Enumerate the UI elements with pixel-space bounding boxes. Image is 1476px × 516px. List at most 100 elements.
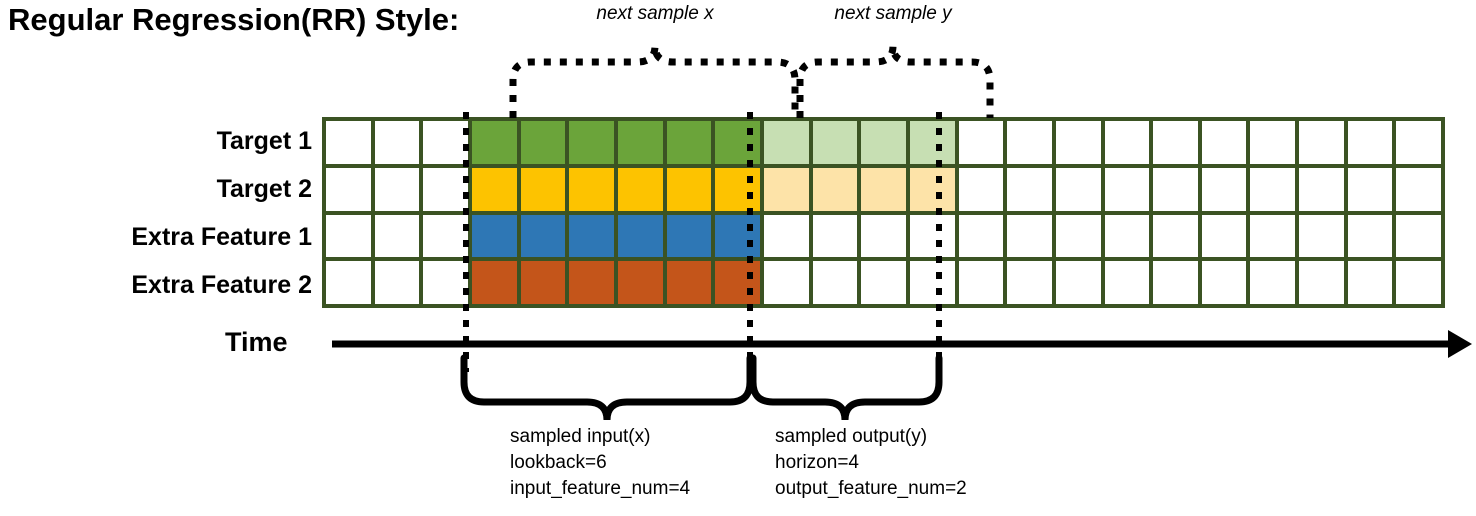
caption-sampled-input: sampled input(x) lookback=6 input_featur…	[510, 424, 690, 502]
grid-cell	[1055, 261, 1101, 304]
grid-cell	[812, 214, 858, 258]
caption-line: sampled input(x)	[510, 426, 651, 447]
grid-cell	[471, 214, 517, 258]
grid-cell	[958, 214, 1004, 258]
grid-cell	[1347, 214, 1393, 258]
grid-cell	[763, 167, 809, 211]
grid-cell	[909, 121, 955, 164]
grid-cell	[569, 261, 614, 304]
grid-cell	[715, 214, 760, 258]
row-label-target-2: Target 2	[216, 175, 312, 203]
grid-cell	[471, 121, 517, 164]
grid-row-extra-feature-1	[326, 214, 1442, 258]
grid-cell	[812, 167, 858, 211]
grid-cell	[1250, 261, 1296, 304]
time-axis-label: Time	[225, 327, 288, 357]
grid-cell	[520, 167, 566, 211]
grid-cell	[569, 167, 614, 211]
grid-cell	[1347, 121, 1393, 164]
grid-cell	[861, 121, 906, 164]
grid-cell	[812, 261, 858, 304]
caption-line: output_feature_num=2	[775, 478, 967, 499]
grid-cell	[423, 214, 468, 258]
grid-cell	[1055, 121, 1101, 164]
grid-cell	[1396, 121, 1442, 164]
top-brace-next-sample-x	[509, 45, 799, 118]
grid-cell	[861, 261, 906, 304]
grid-cell	[1250, 121, 1296, 164]
time-axis-arrowhead	[1448, 330, 1472, 358]
grid-cell	[715, 261, 760, 304]
grid-cell	[666, 121, 712, 164]
grid-cell	[1347, 167, 1393, 211]
grid-cell	[1299, 167, 1344, 211]
grid-cell	[861, 214, 906, 258]
grid-cell	[958, 261, 1004, 304]
grid-cell	[1201, 214, 1247, 258]
grid-row-target-2	[326, 167, 1442, 211]
grid-cell	[1104, 214, 1150, 258]
grid-cell	[1055, 167, 1101, 211]
grid-cell	[1250, 167, 1296, 211]
grid-cell	[569, 214, 614, 258]
grid-cell	[374, 214, 420, 258]
grid-cell	[1396, 167, 1442, 211]
grid-cell	[1007, 261, 1052, 304]
caption-line: horizon=4	[775, 452, 859, 473]
grid-cell	[861, 167, 906, 211]
grid-cell	[1153, 214, 1198, 258]
grid-cell	[1055, 214, 1101, 258]
top-brace-label-next-sample-x: next sample x	[596, 3, 714, 24]
grid-cell	[326, 214, 371, 258]
grid-cell	[1299, 261, 1344, 304]
bottom-braces	[460, 354, 943, 421]
grid-cell	[1104, 121, 1150, 164]
grid-cell	[520, 214, 566, 258]
grid-cell	[666, 261, 712, 304]
grid-cell	[471, 167, 517, 211]
top-braces	[509, 45, 994, 118]
grid-cell	[666, 167, 712, 211]
bottom-brace-sampled-output	[749, 354, 943, 421]
timeseries-grid	[322, 117, 1445, 308]
grid-cell	[1347, 261, 1393, 304]
grid-cell	[763, 261, 809, 304]
caption-sampled-output: sampled output(y) horizon=4 output_featu…	[775, 424, 967, 502]
grid-cell	[326, 121, 371, 164]
grid-cell	[374, 121, 420, 164]
grid-cell	[423, 121, 468, 164]
grid-row-target-1	[326, 121, 1442, 164]
bottom-brace-sampled-input	[460, 354, 754, 421]
grid-cell	[1250, 214, 1296, 258]
grid-cell	[1299, 121, 1344, 164]
grid-row-extra-feature-2	[326, 261, 1442, 304]
grid-cell	[1299, 214, 1344, 258]
caption-line: sampled output(y)	[775, 426, 928, 447]
grid-cell	[520, 261, 566, 304]
row-label-extra-feature-1: Extra Feature 1	[131, 223, 312, 251]
row-label-target-1: Target 1	[216, 127, 312, 155]
row-label-extra-feature-2: Extra Feature 2	[131, 271, 312, 299]
time-axis	[332, 330, 1472, 358]
grid-cell	[1396, 214, 1442, 258]
grid-cell	[374, 261, 420, 304]
grid-cell	[1201, 167, 1247, 211]
grid-cell	[909, 214, 955, 258]
grid-cell	[617, 261, 663, 304]
grid-cell	[374, 167, 420, 211]
grid-cell	[1153, 167, 1198, 211]
grid-cell	[617, 167, 663, 211]
caption-line: input_feature_num=4	[510, 478, 691, 499]
grid-cell	[326, 261, 371, 304]
dotted-guides	[463, 112, 942, 372]
grid-cell	[520, 121, 566, 164]
grid-cell	[1153, 261, 1198, 304]
grid-cell	[1153, 121, 1198, 164]
grid-cell	[1201, 121, 1247, 164]
grid-cell	[471, 261, 517, 304]
grid-cell	[423, 261, 468, 304]
caption-line: lookback=6	[510, 452, 607, 473]
grid-cell	[1007, 214, 1052, 258]
grid-cell	[326, 167, 371, 211]
